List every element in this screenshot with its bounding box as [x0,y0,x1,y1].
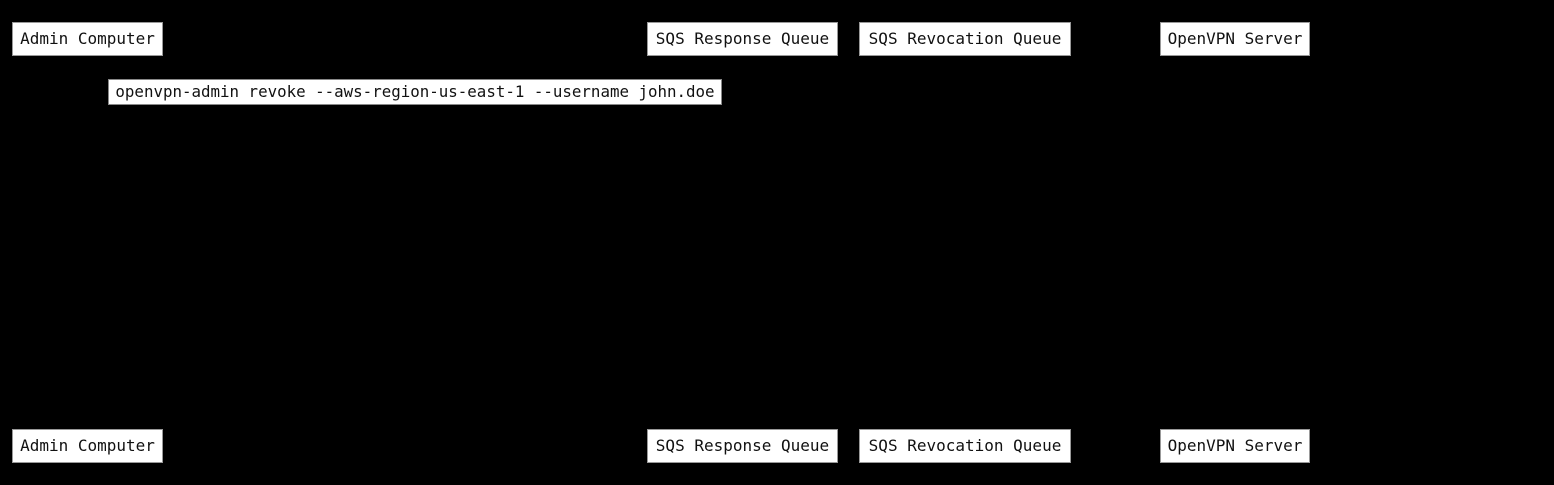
participant-box-openvpn-server-top: OpenVPN Server [1160,22,1310,56]
participant-box-admin-computer-top: Admin Computer [12,22,163,56]
message-label-revoke-command: openvpn-admin revoke --aws-region-us-eas… [108,79,722,105]
participant-box-openvpn-server-bottom: OpenVPN Server [1160,429,1310,463]
participant-box-sqs-response-queue-bottom: SQS Response Queue [647,429,838,463]
participant-box-sqs-revocation-queue-top: SQS Revocation Queue [859,22,1071,56]
participant-box-sqs-revocation-queue-bottom: SQS Revocation Queue [859,429,1071,463]
participant-box-sqs-response-queue-top: SQS Response Queue [647,22,838,56]
participant-box-admin-computer-bottom: Admin Computer [12,429,163,463]
